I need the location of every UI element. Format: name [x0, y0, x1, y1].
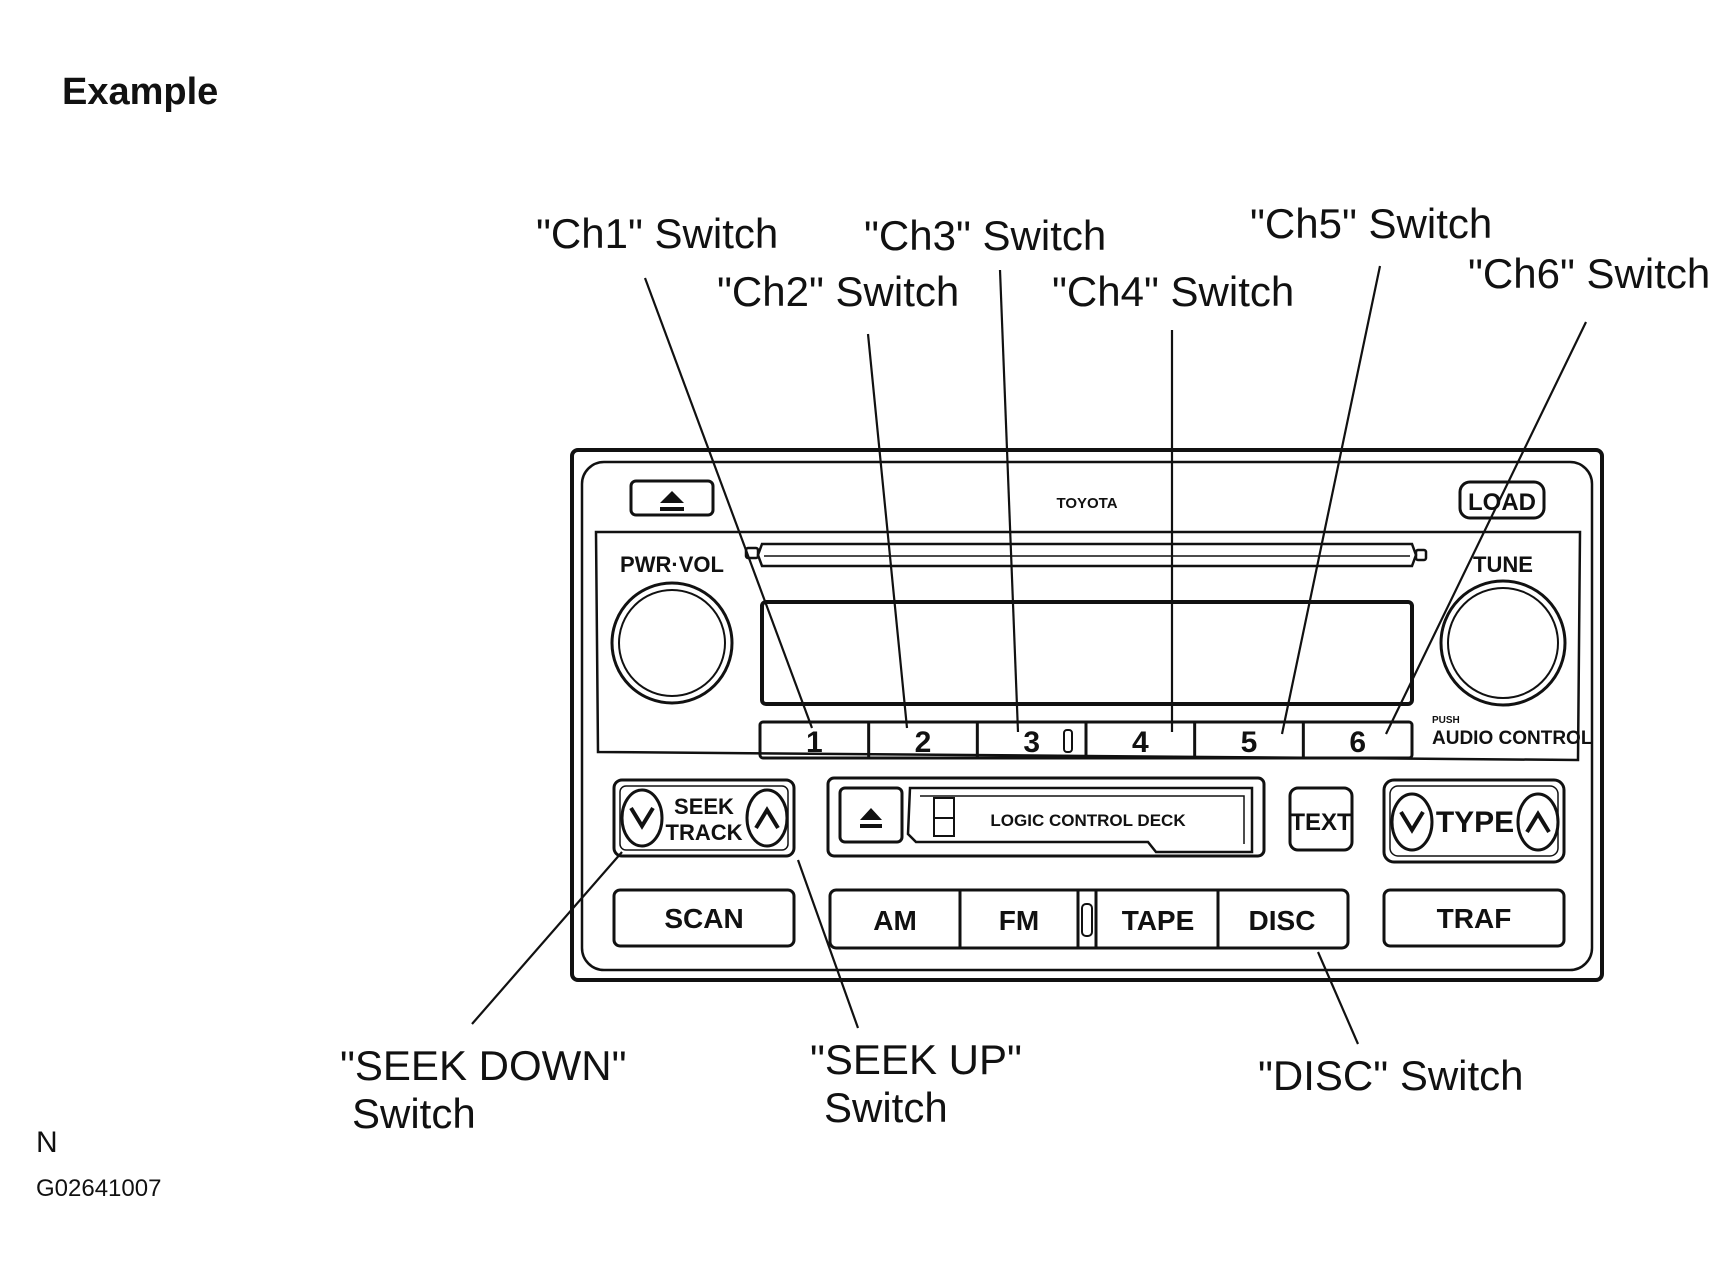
- audio-control-label: AUDIO CONTROL: [1432, 728, 1593, 749]
- type-label: TYPE: [1436, 806, 1514, 839]
- preset-label: 1: [806, 726, 823, 759]
- seek-up-button[interactable]: [745, 788, 789, 848]
- tune-label: TUNE: [1473, 552, 1533, 577]
- radio-inner-frame: [580, 460, 1594, 972]
- cd-slot: [744, 542, 1428, 568]
- tape-label: TAPE: [1122, 905, 1195, 936]
- corner-letter: N: [36, 1126, 58, 1159]
- callout-seek-up-line1: "SEEK UP": [810, 1036, 1022, 1083]
- brand-label: TOYOTA: [1056, 495, 1117, 512]
- leader-ch2: [866, 333, 909, 729]
- chevron-up-icon: [1525, 810, 1551, 834]
- preset-button-3[interactable]: 3: [975, 722, 1040, 759]
- callout-ch5: "Ch5" Switch: [1250, 200, 1492, 247]
- radio-outer-frame: [570, 448, 1604, 982]
- fm-button[interactable]: FM: [962, 892, 1076, 946]
- fm-label: FM: [999, 905, 1039, 936]
- callout-ch3: "Ch3" Switch: [864, 212, 1106, 259]
- pwr-vol-knob[interactable]: [610, 581, 734, 705]
- leader-ch6: [1385, 321, 1587, 735]
- preset-label: 6: [1349, 726, 1366, 759]
- am-label: AM: [873, 905, 917, 936]
- source-button-group: [828, 888, 1350, 950]
- type-down-button[interactable]: [1390, 792, 1434, 852]
- leader-seek-up: [796, 859, 860, 1029]
- preset-label: 3: [1023, 726, 1040, 759]
- callout-ch1: "Ch1" Switch: [536, 210, 778, 257]
- callout-disc: "DISC" Switch: [1258, 1052, 1524, 1099]
- leader-seek-down: [471, 851, 623, 1025]
- scan-label: SCAN: [664, 903, 743, 934]
- preset-button-1[interactable]: 1: [806, 726, 823, 759]
- seek-down-button[interactable]: [620, 788, 664, 848]
- leader-ch3: [998, 269, 1020, 733]
- text-button[interactable]: TEXT: [1288, 786, 1354, 852]
- chevron-down-icon: [629, 806, 655, 830]
- callout-ch4: "Ch4" Switch: [1052, 268, 1294, 315]
- disc-label: DISC: [1249, 905, 1316, 936]
- pwr-vol-label: PWR·VOL: [620, 552, 724, 577]
- page-title: Example: [62, 71, 218, 113]
- preset-label: 5: [1241, 726, 1258, 759]
- preset-button-2[interactable]: 2: [867, 722, 932, 759]
- disc-button[interactable]: DISC: [1220, 892, 1346, 946]
- preset-button-5[interactable]: 5: [1193, 722, 1258, 759]
- eject-icon: [660, 491, 684, 511]
- preset-label: 4: [1132, 726, 1149, 759]
- text-button-label: TEXT: [1290, 809, 1352, 836]
- preset-label: 2: [915, 726, 932, 759]
- traf-button[interactable]: TRAF: [1382, 888, 1566, 948]
- leader-ch1: [643, 277, 814, 729]
- tune-knob[interactable]: [1439, 579, 1567, 707]
- traf-label: TRAF: [1437, 903, 1512, 934]
- tape-eject-button[interactable]: [838, 786, 904, 844]
- callout-seek-down-line2: Switch: [352, 1090, 476, 1137]
- chevron-down-icon: [1399, 810, 1425, 834]
- display-window: [760, 600, 1414, 706]
- callout-ch6: "Ch6" Switch: [1468, 250, 1710, 297]
- track-label: TRACK: [666, 820, 743, 845]
- scan-button[interactable]: SCAN: [612, 888, 796, 948]
- am-button[interactable]: AM: [832, 892, 958, 946]
- callout-ch2: "Ch2" Switch: [717, 268, 959, 315]
- tape-deck: [826, 776, 1266, 858]
- chevron-up-icon: [754, 806, 780, 830]
- leader-lines: [471, 265, 1587, 1045]
- eject-icon: [860, 808, 882, 828]
- preset-button-6[interactable]: 6: [1301, 722, 1366, 759]
- push-label: PUSH: [1432, 715, 1460, 726]
- preset-button-4[interactable]: 4: [1084, 722, 1149, 759]
- leader-disc: [1316, 951, 1360, 1045]
- type-up-button[interactable]: [1516, 792, 1560, 852]
- preset-notch: [1063, 729, 1073, 753]
- display-panel: [594, 530, 1582, 762]
- radio-unit: [570, 448, 1604, 982]
- callout-seek-down-line1: "SEEK DOWN": [340, 1042, 627, 1089]
- seek-label: SEEK: [674, 794, 734, 819]
- callout-seek-up-line2: Switch: [824, 1084, 948, 1131]
- figure-code: G02641007: [36, 1175, 161, 1202]
- cd-eject-button[interactable]: [629, 479, 715, 517]
- tape-button[interactable]: TAPE: [1098, 892, 1216, 946]
- logic-control-deck-label: LOGIC CONTROL DECK: [990, 811, 1186, 830]
- load-button[interactable]: LOAD: [1458, 480, 1546, 520]
- leader-ch5: [1280, 265, 1382, 735]
